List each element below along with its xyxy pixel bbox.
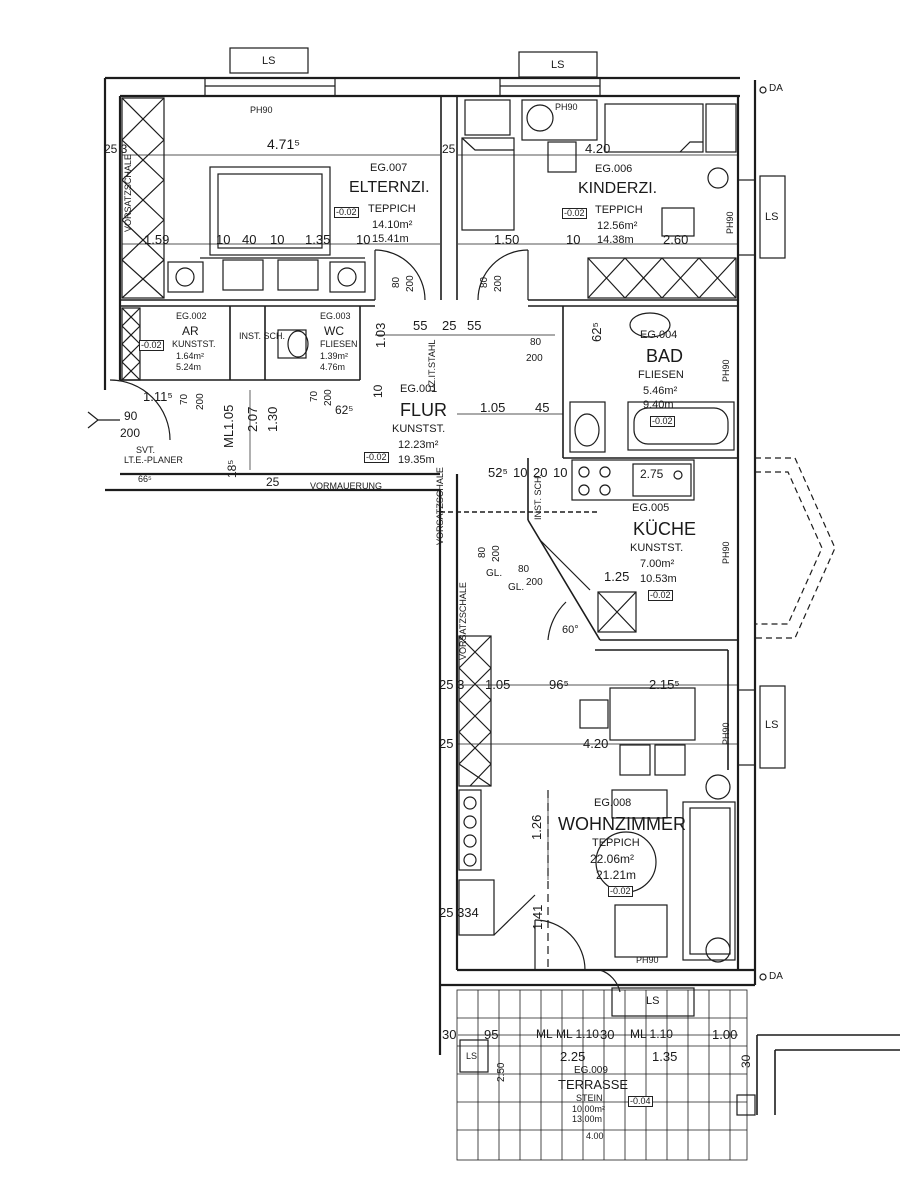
wardrobe-flur [458, 635, 492, 871]
terrace-side-wall [756, 1034, 900, 1115]
terrace-paving [456, 987, 756, 1161]
bed-elternzi [167, 166, 366, 293]
downpipe-bottom [759, 973, 767, 981]
wardrobe-elternzi [121, 97, 165, 299]
downpipe-top [759, 86, 767, 94]
dimension-lines [122, 154, 738, 1036]
door-elternzi [374, 249, 426, 301]
outer-walls [103, 76, 757, 1055]
furniture-kinderzi [461, 99, 737, 299]
kitchen-counter [571, 459, 695, 633]
door-kinderzi [477, 249, 529, 301]
bad-fixtures [569, 312, 735, 453]
interior-walls [120, 96, 738, 770]
living-furniture [458, 687, 736, 963]
door-terrace [534, 919, 621, 993]
entrance-mark [87, 379, 171, 441]
door-kitchen [539, 539, 591, 641]
window-right-wohn [737, 685, 786, 769]
window-right-kinderzi [737, 175, 786, 259]
window-top-right [499, 51, 601, 97]
wc-toilet [277, 329, 309, 359]
window-top-left [204, 47, 336, 97]
bay-window-kitchen [755, 457, 836, 639]
ar-storage [121, 307, 141, 381]
